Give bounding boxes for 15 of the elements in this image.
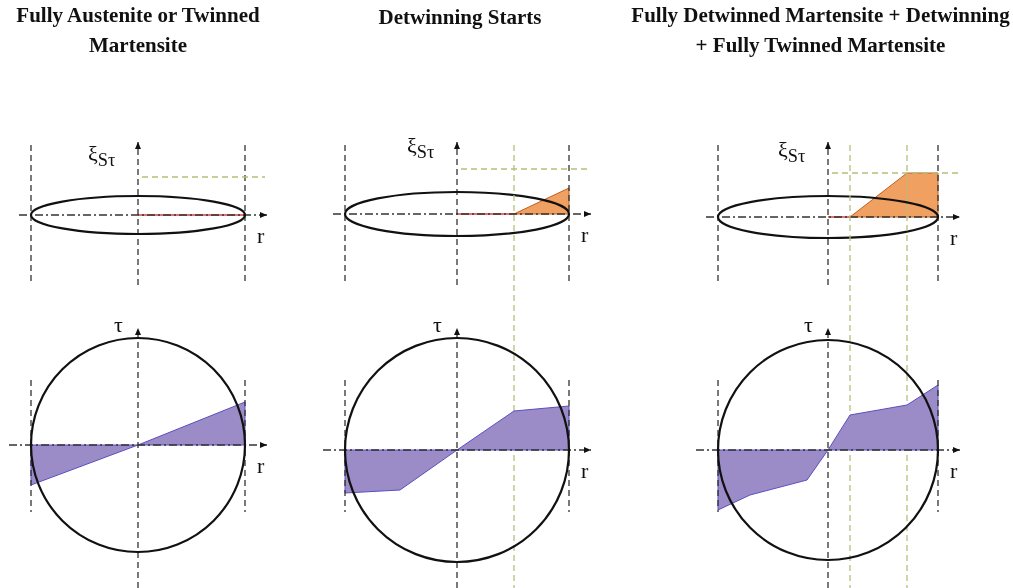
axis-label: r — [257, 225, 265, 247]
panel-heading: Fully Detwinned Martensite + Detwinning + Fully Twinned Martensite — [630, 2, 1011, 59]
axis-label: r — [950, 460, 958, 482]
axis-label: r — [581, 224, 589, 246]
axis-label: r — [581, 460, 589, 482]
panel-heading: Fully Austenite or Twinned Martensite — [15, 2, 261, 59]
axis-label: ξ$_{Sτ}$ — [88, 143, 116, 172]
axis-label: ξ$_{Sτ}$ — [778, 139, 806, 168]
panel-heading: Detwinning Starts — [377, 4, 543, 31]
axis-label: r — [257, 455, 265, 477]
axis-label: τ — [804, 314, 813, 336]
axis-label: r — [950, 227, 958, 249]
axis-label: τ — [114, 314, 123, 336]
axis-label: ξ$_{Sτ}$ — [407, 135, 435, 164]
axis-label: τ — [433, 314, 442, 336]
